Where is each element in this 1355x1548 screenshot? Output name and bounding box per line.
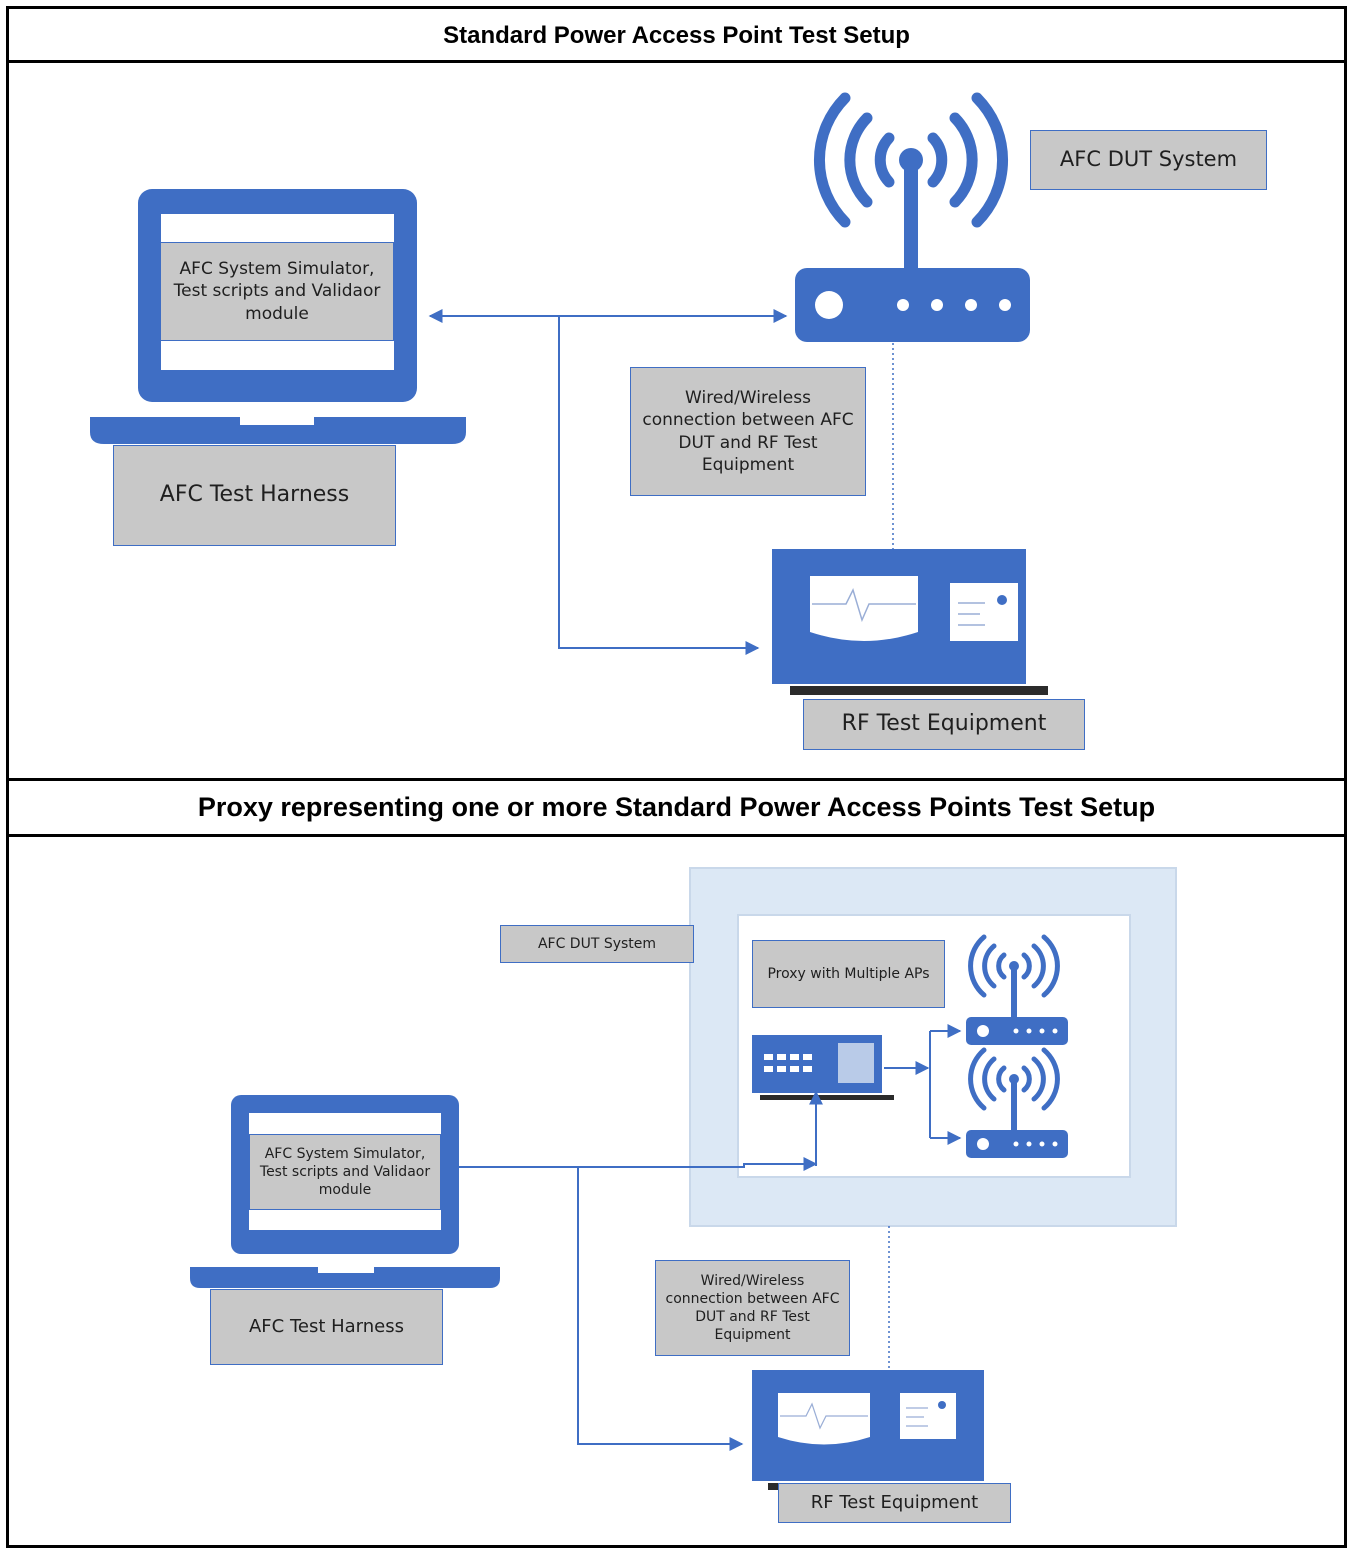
wifi-router-icon — [966, 934, 1068, 1045]
wifi-router-icon — [795, 92, 1030, 342]
rf-test-equipment-label: RF Test Equipment — [803, 699, 1085, 750]
divider — [6, 778, 1347, 781]
connection-note: Wired/Wireless connection between AFC DU… — [630, 367, 866, 496]
laptop-screen-text: AFC System Simulator, Test scripts and V… — [249, 1134, 441, 1210]
top-connections — [428, 309, 894, 655]
arrow-icon — [558, 316, 760, 655]
arrow-icon — [459, 1157, 818, 1171]
table-frame — [6, 6, 1347, 1548]
laptop-screen-text: AFC System Simulator, Test scripts and V… — [160, 242, 394, 341]
afc-test-harness-label: AFC Test Harness — [210, 1289, 443, 1365]
rf-test-equipment-label: RF Test Equipment — [778, 1483, 1011, 1523]
divider — [6, 60, 1347, 63]
bottom-connections — [459, 1024, 962, 1451]
wifi-router-icon — [966, 1047, 1068, 1158]
afc-test-harness-label: AFC Test Harness — [113, 445, 396, 546]
heading-standard-power-setup: Standard Power Access Point Test Setup — [443, 22, 910, 49]
rf-test-equipment-icon — [752, 1370, 1004, 1490]
afc-dut-system-label: AFC DUT System — [500, 925, 694, 963]
rf-test-equipment-icon — [772, 549, 1048, 695]
connection-note: Wired/Wireless connection between AFC DU… — [655, 1260, 850, 1356]
network-switch-icon — [752, 1035, 894, 1100]
heading-proxy-setup: Proxy representing one or more Standard … — [197, 792, 1156, 822]
divider — [6, 834, 1347, 837]
afc-dut-system-label: AFC DUT System — [1030, 130, 1267, 190]
arrow-icon — [577, 1167, 744, 1451]
proxy-label: Proxy with Multiple APs — [752, 940, 945, 1008]
